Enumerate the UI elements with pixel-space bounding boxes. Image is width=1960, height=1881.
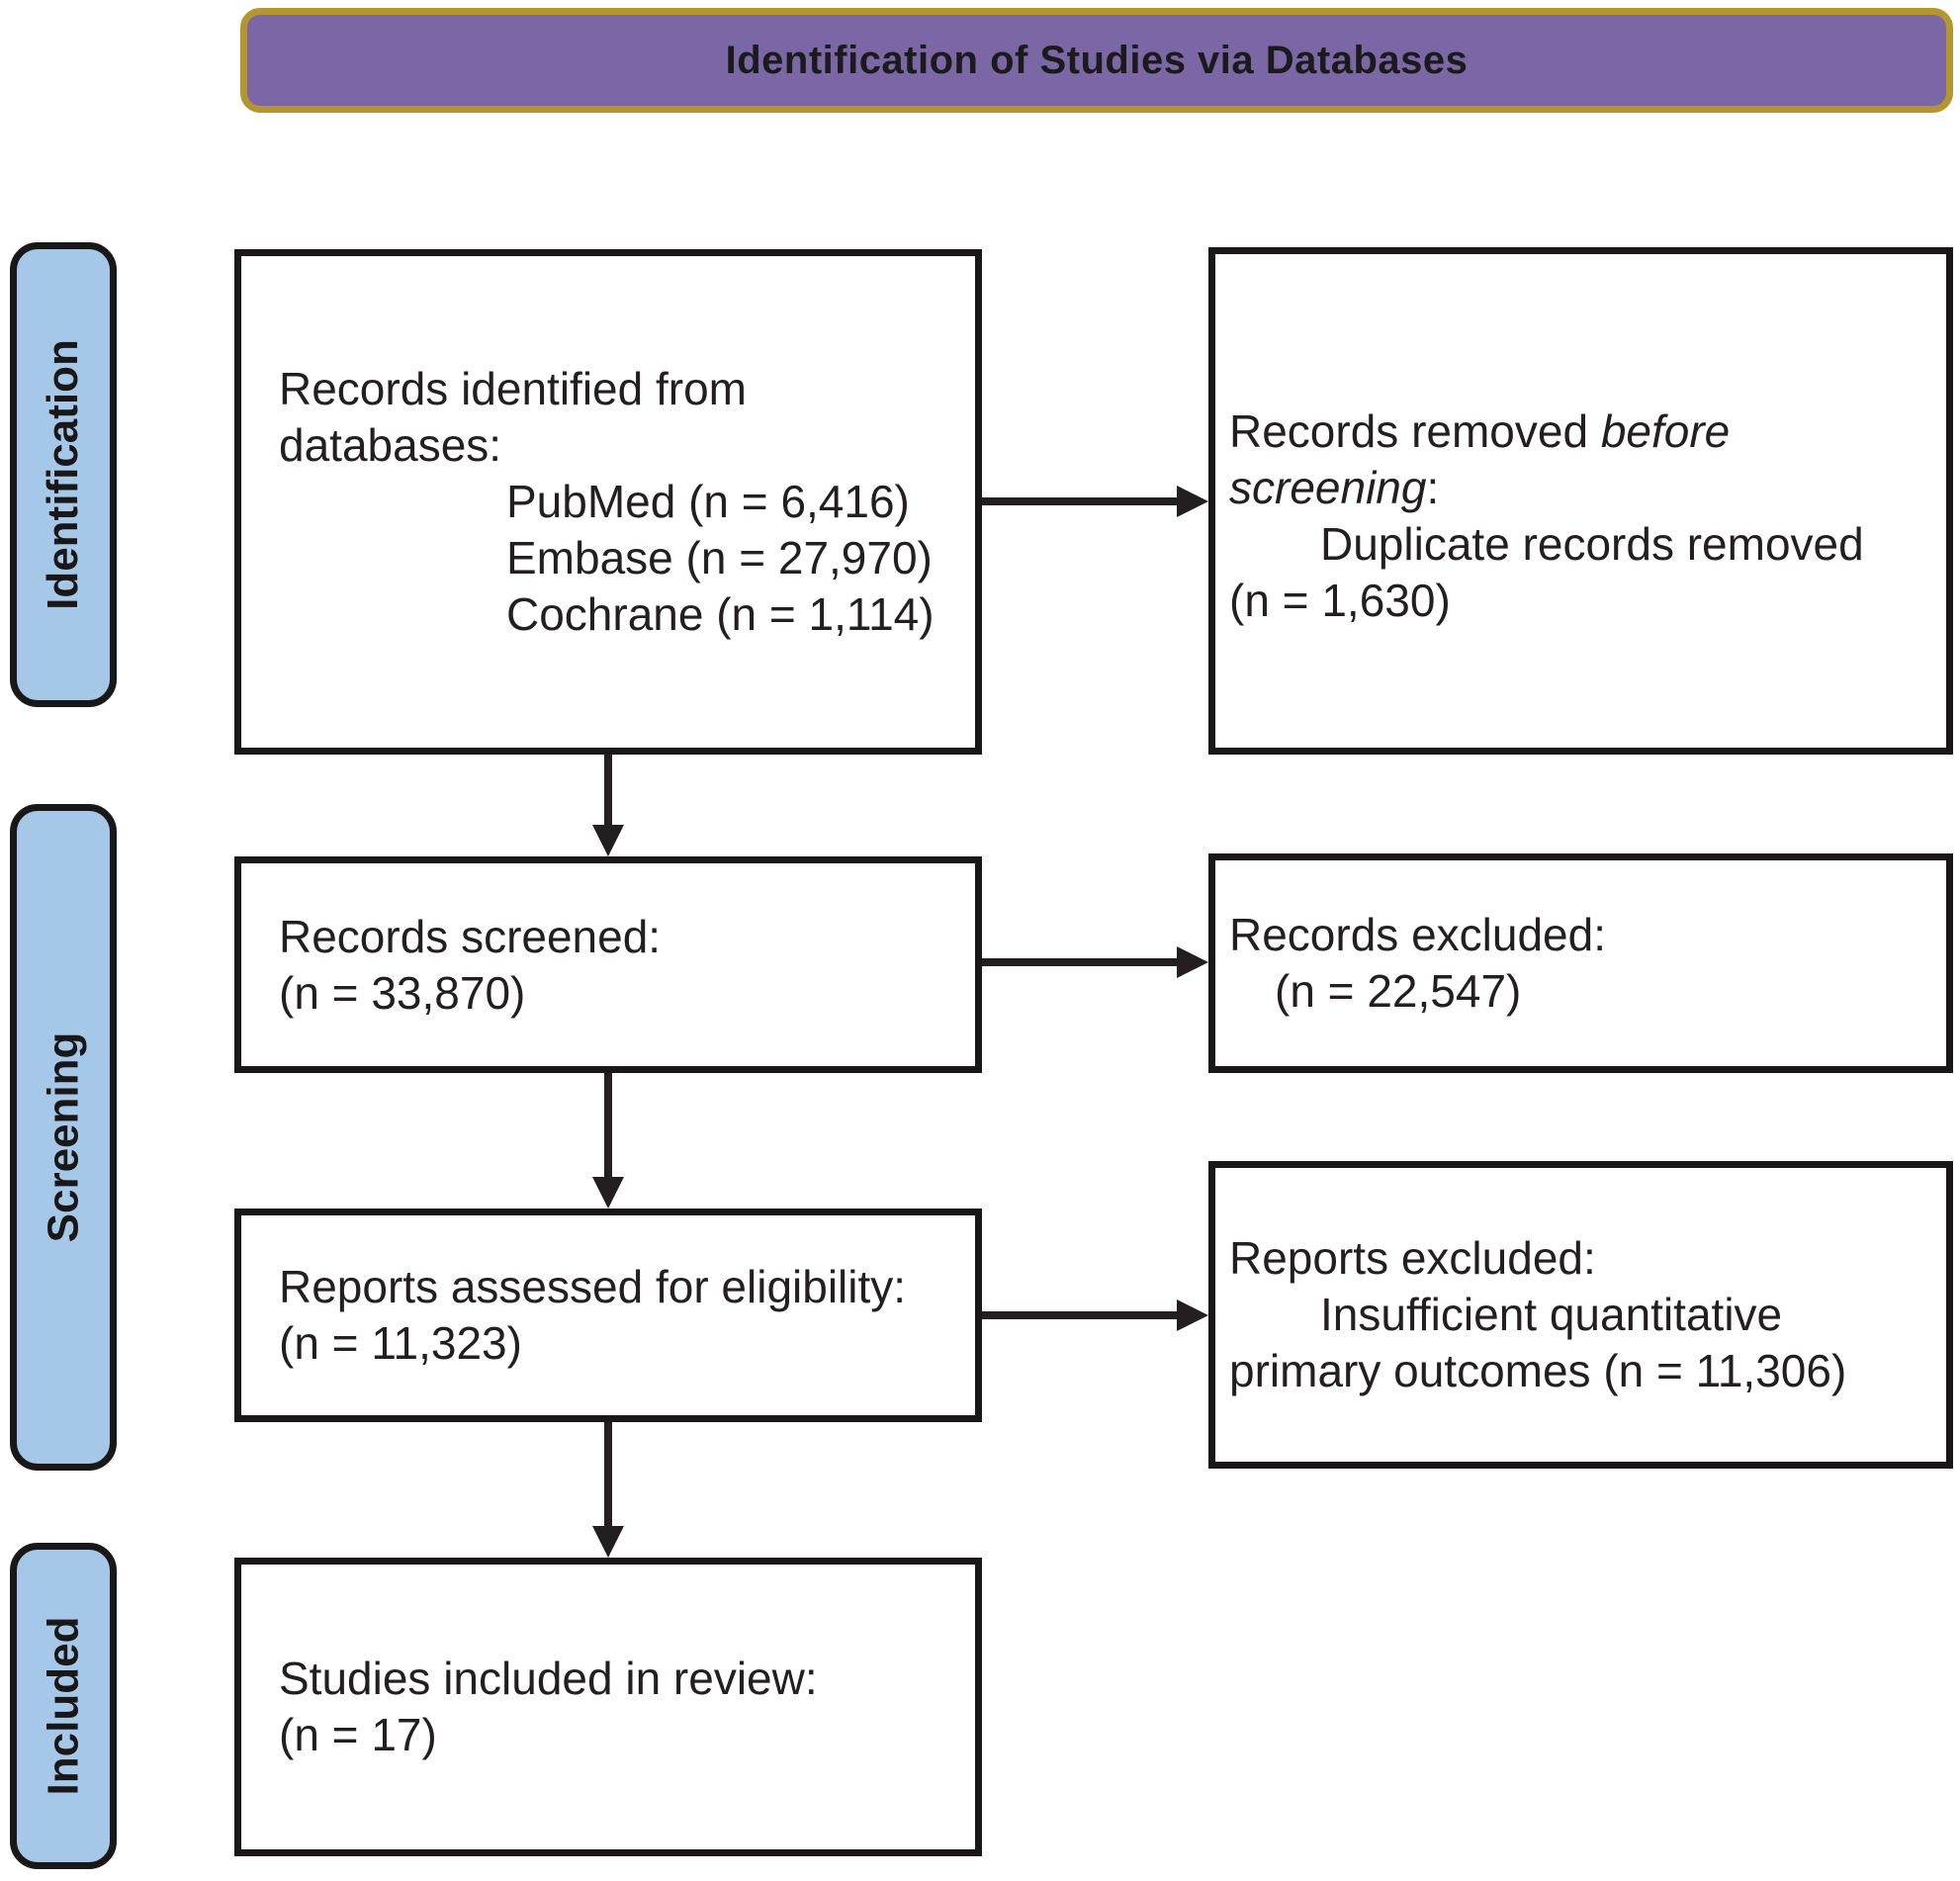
stage-label-text: Screening — [39, 1031, 87, 1243]
arrow-head-icon — [1177, 486, 1208, 517]
box-reports-assessed: Reports assessed for eligibility:(n = 11… — [234, 1209, 982, 1422]
text-line: Cochrane (n = 1,114) — [506, 588, 935, 640]
arrow-head-icon — [592, 1526, 624, 1558]
text-line: Reports excluded: — [1229, 1232, 1596, 1284]
text-line: (n = 1,630) — [1229, 574, 1451, 626]
diagram-title: Identification of Studies via Databases — [725, 38, 1469, 82]
text-line: Records identified from — [279, 363, 747, 414]
text-line: primary outcomes (n = 11,306) — [1229, 1345, 1847, 1396]
text-line: Studies included in review: — [279, 1653, 818, 1704]
box-records-excluded: Records excluded:(n = 22,547) — [1208, 853, 1953, 1073]
text-line: Records removed before — [1229, 404, 1731, 457]
text-line: Reports assessed for eligibility: — [279, 1261, 907, 1312]
arrow-right-identified-to-removed-icon — [982, 486, 1208, 517]
arrow-head-icon — [592, 825, 624, 856]
text-line: (n = 33,870) — [279, 966, 526, 1019]
arrow-shaft — [604, 1073, 612, 1181]
box-reports-excluded: Reports excluded:Insufficient quantitati… — [1208, 1161, 1953, 1469]
text-line: Embase (n = 27,970) — [506, 532, 933, 583]
arrow-head-icon — [1177, 946, 1208, 978]
header-banner: Identification of Studies via Databases — [240, 8, 1953, 113]
arrow-head-icon — [592, 1177, 624, 1209]
text-line: (n = 22,547) — [1275, 965, 1522, 1017]
text-line: Records excluded: — [1229, 909, 1606, 960]
arrow-down-identified-to-screened-icon — [592, 755, 624, 856]
text-line: databases: — [279, 419, 502, 471]
arrow-down-screened-to-assessed-icon — [592, 1073, 624, 1209]
arrow-shaft — [604, 755, 612, 829]
stage-label-identification: Identification — [10, 242, 117, 707]
arrow-head-icon — [1177, 1299, 1208, 1331]
stage-label-text: Identification — [39, 339, 87, 610]
text-line: (n = 17) — [279, 1709, 437, 1760]
text-line: Insufficient quantitative — [1320, 1289, 1783, 1340]
arrow-down-assessed-to-included-icon — [592, 1422, 624, 1558]
arrow-right-screened-to-excluded-icon — [982, 946, 1208, 978]
stage-label-screening: Screening — [10, 804, 117, 1471]
text-line: (n = 11,323) — [279, 1317, 522, 1369]
text-line: screening: — [1229, 461, 1440, 513]
stage-label-included: Included — [10, 1543, 117, 1869]
stage-label-text: Included — [39, 1616, 87, 1796]
box-studies-included: Studies included in review:(n = 17) — [234, 1558, 982, 1856]
box-records-screened: Records screened:(n = 33,870) — [234, 856, 982, 1073]
arrow-shaft — [982, 1311, 1181, 1319]
text-line: PubMed (n = 6,416) — [506, 476, 910, 527]
arrow-right-assessed-to-excluded-icon — [982, 1299, 1208, 1331]
arrow-shaft — [604, 1422, 612, 1530]
arrow-shaft — [982, 497, 1181, 505]
text-line: Duplicate records removed — [1320, 517, 1864, 570]
arrow-shaft — [982, 958, 1181, 966]
text-line: Records screened: — [279, 910, 662, 962]
